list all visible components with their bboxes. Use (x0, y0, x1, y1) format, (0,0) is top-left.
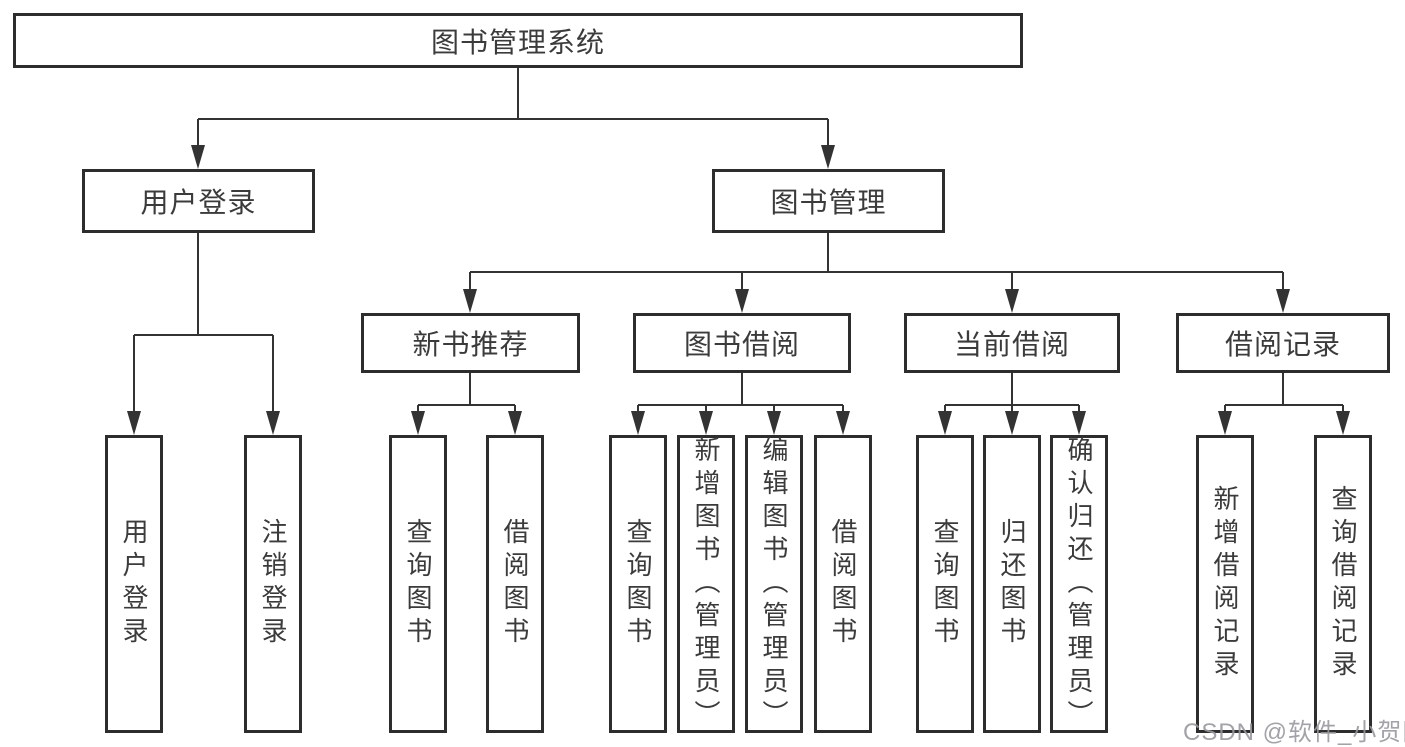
leaf-query-books-recommend: 查询图书 (389, 435, 447, 733)
node-label: 用户登录 (140, 187, 257, 218)
node-book-management: 图书管理 (712, 169, 945, 233)
leaf-label: 新增图书（管理员） (691, 435, 721, 733)
leaf-label: 查询图书 (403, 518, 433, 650)
leaf-label: 归还图书 (997, 518, 1027, 650)
leaf-confirm-return-admin: 确认归还（管理员） (1050, 435, 1108, 733)
node-label: 借阅记录 (1224, 329, 1341, 360)
node-user-login: 用户登录 (82, 169, 315, 233)
node-book-borrow: 图书借阅 (633, 313, 851, 373)
node-library-management-system: 图书管理系统 (13, 13, 1023, 68)
node-new-book-recommend: 新书推荐 (361, 313, 580, 373)
leaf-edit-books-admin: 编辑图书（管理员） (745, 435, 803, 733)
node-label: 新书推荐 (412, 329, 529, 360)
leaf-return-books: 归还图书 (983, 435, 1041, 733)
node-borrow-records: 借阅记录 (1176, 313, 1390, 373)
leaf-label: 注销登录 (258, 518, 288, 650)
node-label: 图书借阅 (683, 329, 800, 360)
leaf-label: 借阅图书 (500, 518, 530, 650)
leaf-label: 查询图书 (930, 518, 960, 650)
leaf-label: 编辑图书（管理员） (759, 435, 789, 733)
leaf-label: 查询借阅记录 (1328, 485, 1358, 683)
leaf-label: 借阅图书 (828, 518, 858, 650)
leaf-add-borrow-record: 新增借阅记录 (1196, 435, 1254, 733)
node-label: 当前借阅 (953, 329, 1070, 360)
leaf-borrow-books-recommend: 借阅图书 (486, 435, 544, 733)
node-label: 图书管理系统 (430, 26, 605, 58)
csdn-watermark: CSDN @软件_小贺同学 (1183, 719, 1405, 746)
leaf-logout: 注销登录 (244, 435, 302, 733)
leaf-label: 查询图书 (623, 518, 653, 650)
leaf-query-books-current: 查询图书 (916, 435, 974, 733)
leaf-borrow-books: 借阅图书 (814, 435, 872, 733)
leaf-query-borrow-record: 查询借阅记录 (1314, 435, 1372, 733)
leaf-label: 确认归还（管理员） (1064, 435, 1094, 733)
leaf-label: 新增借阅记录 (1210, 485, 1240, 683)
node-current-borrow: 当前借阅 (904, 313, 1120, 373)
leaf-add-books-admin: 新增图书（管理员） (677, 435, 735, 733)
node-label: 图书管理 (770, 187, 887, 218)
leaf-query-books-borrow: 查询图书 (609, 435, 667, 733)
leaf-label: 用户登录 (119, 518, 149, 650)
leaf-user-login: 用户登录 (105, 435, 163, 733)
